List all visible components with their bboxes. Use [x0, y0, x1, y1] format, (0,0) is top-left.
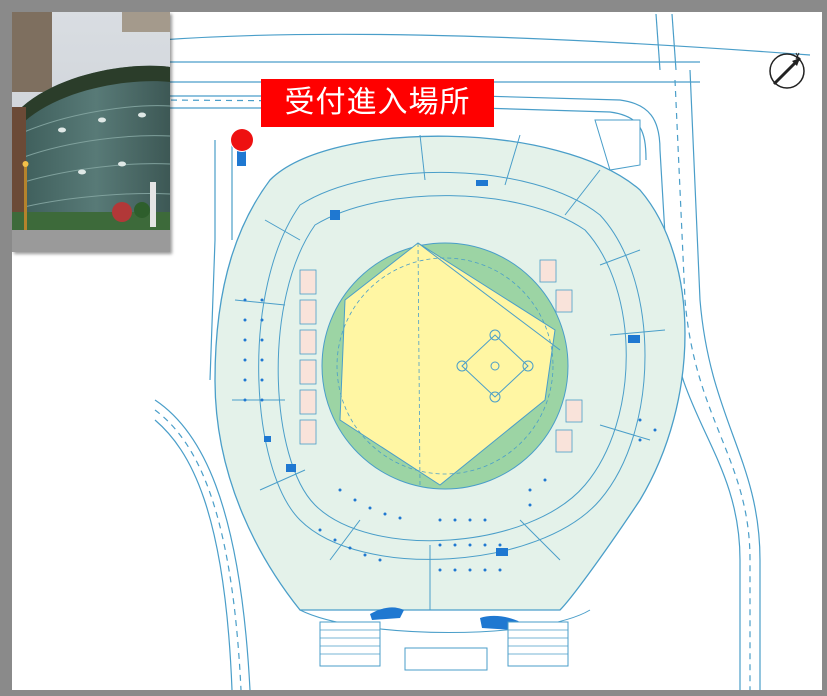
seat-block [565, 399, 583, 423]
facility-marker [330, 210, 340, 220]
stands-ring-2 [277, 195, 627, 542]
plaza-curve [299, 609, 591, 633]
pitchers-mound [490, 361, 500, 371]
frame-border-left [0, 0, 12, 696]
frame-border-right [822, 0, 827, 696]
north-arrow-icon [766, 50, 808, 92]
facility-marker [628, 335, 640, 343]
compass-drawing [769, 52, 805, 89]
stadium-map[interactable]: 受付進入場所 [12, 12, 822, 690]
third-base [456, 360, 468, 372]
road-left-2 [154, 419, 233, 690]
roads [154, 13, 811, 690]
stairs-left [319, 621, 381, 667]
road-top-4 [160, 95, 661, 151]
seat-block [299, 269, 317, 295]
stadium-exterior-photo [12, 12, 170, 252]
road-right-top-2 [671, 13, 677, 71]
diamond [456, 329, 534, 403]
facility-marker [370, 607, 404, 620]
entrance-label: 受付進入場所 [261, 79, 494, 127]
center-line [417, 242, 421, 486]
road-top-1 [159, 33, 811, 56]
frame-border-top [0, 0, 827, 12]
facility-marker [264, 436, 271, 442]
entrance-location-marker[interactable] [231, 129, 253, 151]
first-base [522, 360, 534, 372]
foul-line-right [417, 242, 561, 351]
seat-block [539, 259, 557, 283]
road-right-2 [689, 69, 761, 690]
seat-block [299, 359, 317, 385]
frame-border-bottom [0, 690, 827, 696]
facility-marker [286, 464, 296, 472]
road-right-top [655, 13, 661, 71]
second-base [489, 329, 501, 341]
base-diamond [461, 334, 529, 398]
seat-block [555, 289, 573, 313]
seat-block [299, 389, 317, 415]
home-plate [489, 391, 501, 403]
stand-dividers [232, 134, 666, 610]
seat-dots [243, 298, 657, 572]
stair-steps [320, 629, 568, 655]
plaza-center [404, 647, 488, 671]
warning-track [336, 257, 554, 475]
seat-block [299, 329, 317, 355]
playing-field [321, 242, 569, 490]
infield-dirt [339, 242, 556, 486]
seat-block [555, 429, 573, 453]
road-right-dash [674, 79, 751, 690]
road-left-vertical [209, 140, 216, 381]
photo-drawing [12, 12, 170, 252]
seat-blocks [299, 259, 583, 453]
seat-block [299, 299, 317, 325]
stairs-right [507, 621, 569, 667]
facility-marker [496, 548, 508, 556]
facility-marker [237, 140, 246, 166]
road-left-dash [154, 409, 242, 690]
building-outline [594, 119, 641, 171]
facility-marker [476, 180, 488, 186]
top-right-building [594, 119, 641, 171]
seat-block [299, 419, 317, 445]
stadium-map-drawing [154, 13, 811, 690]
road-left-1 [154, 399, 251, 690]
bottom-plaza [299, 609, 591, 671]
